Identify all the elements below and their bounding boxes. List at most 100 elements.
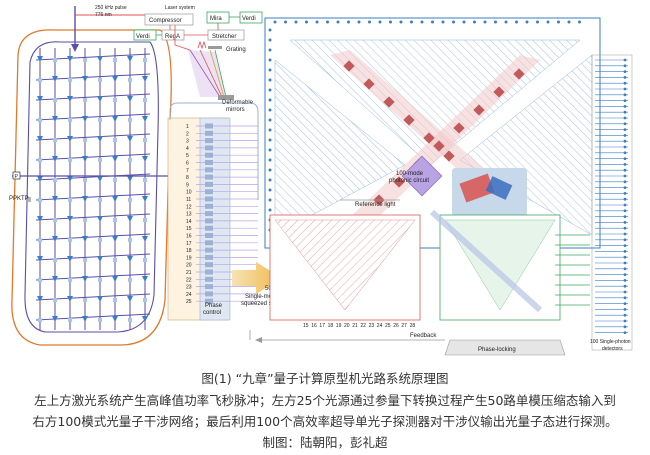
verdi-top-label: Verdi [242,16,256,22]
source-triangle [37,96,43,102]
port-number: 8 [186,175,189,181]
single-photon-detector [623,325,627,329]
phase-control-block: 1234567891011121314151617181920212223242… [167,102,259,321]
mode-dot [557,20,560,24]
phase-shifter [205,123,213,129]
single-photon-detector [623,76,627,79]
single-photon-detector [623,99,627,102]
squeezed-label-3: squeezed states [241,301,285,307]
source-node [53,138,57,142]
phase-control-label-2: control [203,310,221,316]
mode-dot [567,20,571,24]
phase-shifter [205,145,213,151]
single-photon-detector [623,203,627,207]
single-photon-detector [623,209,627,213]
source-node [98,238,102,242]
single-photon-detector [623,197,627,201]
port-number: 20 [186,263,192,269]
source-node [83,258,87,262]
mode-dot [268,58,272,62]
phase-shifter [205,284,213,290]
source-node [113,98,117,102]
source-network: P PPKTP [9,29,175,346]
compressor-label: Compressor [149,18,182,24]
source-node [68,118,72,122]
source-node [128,238,132,242]
source-node [143,258,147,262]
single-photon-detector [623,192,627,195]
bottom-port-number: 17 [319,323,325,329]
single-photon-detector [623,122,627,126]
source-node [98,278,102,282]
mode-dot [578,20,581,24]
phase-shifter [205,269,213,275]
source-node [143,98,147,102]
source-node [68,318,72,322]
single-photon-detector [623,157,627,161]
source-node [68,278,72,282]
single-photon-detector [623,128,627,132]
port-number: 18 [186,248,192,254]
port-number: 1 [186,124,189,130]
single-photon-detector [623,244,627,248]
source-triangle [97,136,103,142]
beam-splitter [393,176,405,188]
single-photon-detector [623,250,627,253]
source-triangle [142,276,148,282]
laser-system-label: Laser system [165,5,195,11]
bottom-port-number: 15 [303,323,309,329]
mode-dot [268,128,272,132]
pulse-label-1: 250 kHz pulse [95,5,127,11]
single-photon-detector [623,186,627,190]
phase-shifter [205,240,213,246]
bottom-port-number: 26 [393,323,399,329]
mode-dot [268,198,272,202]
single-photon-detector [623,93,627,97]
single-photon-detector [623,81,627,85]
mode-dot [268,168,272,172]
beam-splitter [443,150,455,162]
source-triangle [52,116,58,122]
mode-dot [399,20,403,24]
mode-dot [268,158,272,162]
mode-dot [336,20,340,24]
source-node [68,158,72,162]
source-triangle [97,176,103,182]
phase-shifter [205,181,213,187]
mode-dot [431,20,434,24]
source-node [113,138,117,142]
single-photon-detector [623,255,627,259]
source-triangle [112,196,118,202]
source-node [83,58,87,62]
port-number: 21 [186,270,192,276]
source-node [98,318,102,322]
mode-dot [284,20,287,24]
phase-shifter [205,218,213,224]
source-node [68,198,72,202]
single-photon-detector [623,105,627,108]
source-triangle [37,176,43,182]
port-number: 10 [186,190,192,196]
single-photon-detector [623,273,627,276]
single-photon-detector [623,64,627,68]
bottom-port-number: 22 [360,323,366,329]
source-triangle [97,256,103,262]
phase-shifter [205,138,213,144]
source-triangle [112,236,118,242]
bottom-port-number: 24 [377,323,383,329]
source-node [53,218,57,222]
single-photon-detector [623,110,627,114]
source-node [143,218,147,222]
bottom-port-number: 18 [328,323,334,329]
single-photon-detector [623,180,627,184]
bottom-port-number: 21 [352,323,358,329]
phase-shifter [205,203,213,209]
mode-dot [504,20,508,24]
phase-shifter [205,233,213,238]
port-number: 22 [186,277,192,283]
source-node [38,318,42,322]
source-triangle [127,216,133,222]
single-photon-detector [623,168,627,172]
bottom-port-number: 16 [311,323,317,329]
source-triangle [142,116,148,122]
